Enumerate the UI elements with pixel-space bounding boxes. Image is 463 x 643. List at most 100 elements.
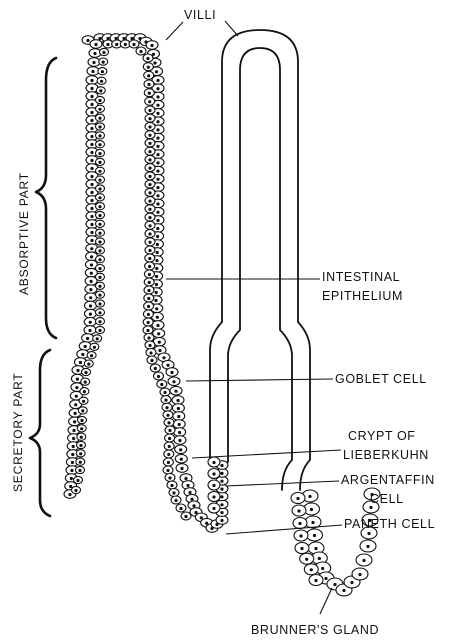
cell-nucleus [166, 469, 169, 472]
cell-nucleus [80, 419, 83, 422]
cell-nucleus [318, 557, 321, 560]
cell-nucleus [98, 108, 101, 111]
cell-nucleus [147, 336, 150, 339]
cell-nucleus [80, 436, 83, 439]
cell-nucleus [98, 37, 101, 40]
paneth-cell-label: PANETH CELL [344, 517, 435, 531]
cell-nucleus [156, 235, 159, 238]
cell-nucleus [310, 568, 313, 571]
cell-nucleus [115, 43, 118, 46]
cell-nucleus [220, 495, 223, 498]
cell-nucleus [178, 423, 181, 426]
villi-label: VILLI [184, 8, 216, 22]
cell-nucleus [98, 196, 101, 199]
goblet-cell-label: GOBLET CELL [335, 372, 427, 386]
cell-nucleus [220, 511, 223, 514]
cell-nucleus [149, 351, 152, 354]
cell-nucleus [299, 534, 302, 537]
cell-nucleus [156, 243, 159, 246]
cell-nucleus [212, 472, 215, 475]
cell-nucleus [98, 276, 101, 279]
cell-nucleus [220, 488, 223, 491]
cell-nucleus [83, 390, 86, 393]
cell-nucleus [98, 223, 101, 226]
cell-nucleus [358, 573, 361, 576]
cell-nucleus [89, 296, 92, 299]
cell-nucleus [69, 485, 72, 488]
cell-nucleus [98, 205, 101, 208]
cell-nucleus [72, 429, 75, 432]
cell-nucleus [90, 143, 93, 146]
cell-nucleus [132, 43, 135, 46]
cell-nucleus [148, 265, 151, 268]
crypt-leader [192, 450, 341, 458]
cell-nucleus [200, 516, 203, 519]
cell-nucleus [98, 99, 101, 102]
cell-nucleus [100, 80, 103, 83]
cell-nucleus [192, 504, 195, 507]
cell-nucleus [324, 577, 327, 580]
cell-nucleus [90, 239, 93, 242]
cell-nucleus [156, 104, 159, 107]
cell-nucleus [102, 51, 105, 54]
cell-nucleus [190, 498, 193, 501]
cell-nucleus [220, 464, 223, 467]
cell-nucleus [212, 507, 215, 510]
cell-nucleus [98, 161, 101, 164]
cell-nucleus [174, 390, 177, 393]
cell-nucleus [168, 437, 171, 440]
brunner-leader [320, 588, 332, 614]
cell-nucleus [156, 202, 159, 205]
cell-nucleus [311, 521, 314, 524]
cell-nucleus [76, 369, 79, 372]
cell-nucleus [89, 321, 92, 324]
cell-nucleus [93, 52, 96, 55]
cell-nucleus [154, 367, 157, 370]
cell-nucleus [148, 249, 151, 252]
cell-nucleus [98, 143, 101, 146]
cell-nucleus [147, 297, 150, 300]
cell-nucleus [179, 448, 182, 451]
cell-nucleus [96, 337, 99, 340]
cell-nucleus [179, 507, 182, 510]
cell-nucleus [86, 337, 89, 340]
cell-nucleus [139, 50, 142, 53]
cell-nucleus [98, 170, 101, 173]
cell-nucleus [314, 547, 317, 550]
cell-nucleus [155, 291, 158, 294]
cell-nucleus [90, 215, 93, 218]
cell-nucleus [93, 346, 96, 349]
cell-nucleus [148, 134, 151, 137]
absorptive-brace [36, 58, 56, 338]
cell-nucleus [84, 371, 87, 374]
cell-nucleus [102, 61, 105, 64]
cell-nucleus [79, 444, 82, 447]
cell-nucleus [90, 354, 93, 357]
cell-nucleus [156, 145, 159, 148]
cell-nucleus [184, 477, 187, 480]
cell-nucleus [89, 313, 92, 316]
cell-nucleus [73, 420, 76, 423]
cell-nucleus [163, 391, 166, 394]
villus-outline-right [210, 30, 310, 490]
cell-nucleus [78, 469, 81, 472]
cell-nucleus [156, 251, 159, 254]
cell-nucleus [98, 294, 101, 297]
cell-nucleus [90, 247, 93, 250]
cell-nucleus [156, 137, 159, 140]
cell-nucleus [98, 214, 101, 217]
cell-nucleus [90, 167, 93, 170]
cell-nucleus [71, 461, 74, 464]
cell-nucleus [148, 257, 151, 260]
cell-nucleus [84, 381, 87, 384]
cell-nucleus [166, 364, 169, 367]
cell-nucleus [90, 263, 93, 266]
cell-nucleus [165, 406, 168, 409]
cell-nucleus [90, 111, 93, 114]
cell-nucleus [92, 61, 95, 64]
cell-nucleus [90, 151, 93, 154]
cell-nucleus [156, 219, 159, 222]
cell-nucleus [156, 153, 159, 156]
cell-nucleus [170, 371, 173, 374]
cell-nucleus [156, 316, 159, 319]
